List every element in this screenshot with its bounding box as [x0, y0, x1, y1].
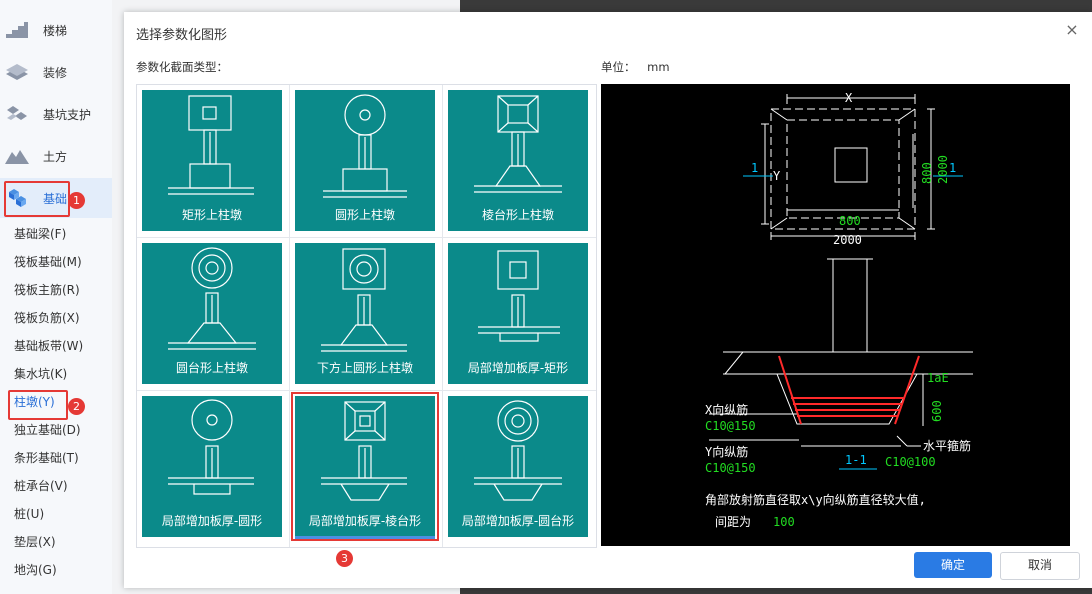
shape-preview: X Y 800 2000 800 2000 1 1 1aE 600 X向纵筋 C…: [601, 84, 1070, 546]
square-base-round-pier-icon: [321, 248, 407, 352]
foundation-highlight-box: [4, 181, 70, 217]
pit-support-icon: [7, 106, 27, 120]
shape-option-thickened-circle[interactable]: 局部增加板厚-圆形: [142, 396, 282, 537]
section-title: 1-1: [845, 453, 867, 467]
shape-option-rect-pier[interactable]: 矩形上柱墩: [142, 90, 282, 231]
close-icon[interactable]: ×: [1065, 20, 1079, 39]
nav-category-label: 基础: [43, 192, 68, 206]
nav-sub-item-sump-pit[interactable]: 集水坑(K): [14, 367, 68, 381]
nav-category-label: 土方: [43, 150, 68, 164]
step-badge-3: 3: [336, 550, 353, 567]
nav-category-label: 楼梯: [43, 24, 68, 38]
nav-sub-item-cushion[interactable]: 垫层(X): [14, 535, 56, 549]
dim-800-bottom: 800: [839, 214, 861, 228]
unit-value: mm: [647, 60, 670, 74]
nav-category-decoration[interactable]: 装修: [0, 52, 112, 92]
note-line-2: 间距为: [715, 515, 751, 529]
section-type-label: 参数化截面类型：: [136, 60, 228, 74]
dim-2000-bottom: 2000: [833, 233, 862, 247]
shape-option-label: 矩形上柱墩: [181, 208, 242, 222]
grid-divider: [137, 390, 596, 391]
shape-option-circle-pier[interactable]: 圆形上柱墩: [295, 90, 435, 231]
nav-sub-item-foundation-strip[interactable]: 基础板带(W): [14, 339, 84, 353]
nav-category-label: 基坑支护: [43, 108, 92, 122]
unit-label: 单位：: [601, 60, 636, 74]
step-badge-2: 2: [68, 398, 85, 415]
nav-sub-item-strip-footing[interactable]: 条形基础(T): [14, 451, 79, 465]
x-bar-label: X向纵筋: [705, 402, 748, 417]
note-line-1: 角部放射筋直径取x\y向纵筋直径较大值,: [705, 492, 926, 507]
shape-option-label: 局部增加板厚-矩形: [467, 361, 569, 375]
lae-label: 1aE: [927, 371, 949, 385]
circle-pier-icon: [323, 94, 407, 198]
decoration-icon: [6, 64, 28, 80]
left-navigation: 楼梯 装修 基坑支护 土方 基础 1 基础梁(F) 筏板基础(M) 筏板主筋(R…: [0, 0, 113, 594]
shape-option-label: 棱台形上柱墩: [481, 208, 554, 222]
nav-sub-item-trench[interactable]: 地沟(G): [14, 563, 57, 577]
confirm-button[interactable]: 确定: [914, 552, 992, 578]
grid-divider: [137, 237, 596, 238]
preview-drawing: X Y 800 2000 800 2000 1 1 1aE 600 X向纵筋 C…: [705, 91, 973, 529]
shape-option-label: 下方上圆形上柱墩: [316, 361, 413, 375]
shape-option-square-base-round-pier[interactable]: 下方上圆形上柱墩: [295, 243, 435, 384]
thickened-round-frustum-icon: [474, 400, 562, 501]
foundation-icon: [9, 189, 26, 207]
rect-pier-icon: [168, 95, 254, 195]
thickened-circle-icon: [168, 399, 254, 495]
dim-2000-side: 2000: [936, 155, 950, 184]
nav-category-foundation[interactable]: 基础: [0, 178, 112, 218]
grid-divider: [442, 85, 443, 547]
stirrup-value: C10@100: [885, 455, 936, 469]
stair-icon: [6, 22, 28, 38]
unit-row: 单位： mm: [601, 59, 678, 75]
x-bar-value: C10@150: [705, 419, 756, 433]
note-value: 100: [773, 515, 795, 529]
shape-option-thickened-round-frustum[interactable]: 局部增加板厚-圆台形: [448, 396, 588, 537]
shape-option-label: 局部增加板厚-圆台形: [461, 514, 575, 528]
step-badge-1: 1: [68, 192, 85, 209]
shape-option-thickened-rect[interactable]: 局部增加板厚-矩形: [448, 243, 588, 384]
nav-sub-item-raft-main-rebar[interactable]: 筏板主筋(R): [14, 283, 80, 297]
nav-category-label: 装修: [43, 66, 68, 80]
shape-option-round-frustum-pier[interactable]: 圆台形上柱墩: [142, 243, 282, 384]
earthwork-icon: [5, 150, 29, 164]
shape-option-label: 圆形上柱墩: [334, 208, 395, 222]
dim-y-label: Y: [773, 169, 781, 183]
cancel-button[interactable]: 取消: [1000, 552, 1080, 580]
shape-option-label: 圆台形上柱墩: [175, 361, 248, 375]
nav-sub-item-pile[interactable]: 桩(U): [14, 507, 45, 521]
y-bar-label: Y向纵筋: [705, 444, 748, 459]
nav-category-stairs[interactable]: 楼梯: [0, 10, 112, 50]
nav-category-earthwork[interactable]: 土方: [0, 136, 112, 176]
thickened-rect-icon: [478, 250, 560, 342]
nav-sub-item-pile-cap[interactable]: 桩承台(V): [14, 479, 68, 493]
grid-divider: [289, 85, 290, 547]
shape-grid: 矩形上柱墩 圆形上柱墩 棱台形上柱墩: [136, 84, 597, 548]
parametric-shape-dialog: 选择参数化图形 × 参数化截面类型： 单位： mm 矩形上柱墩 圆形上柱墩: [124, 12, 1092, 588]
section-mark-left: 1: [751, 161, 758, 175]
dim-x-label: X: [845, 91, 853, 105]
stirrup-label: 水平箍筋: [923, 438, 971, 453]
nav-category-pit-support[interactable]: 基坑支护: [0, 94, 112, 134]
dialog-title: 选择参数化图形: [136, 28, 228, 43]
nav-sub-item-raft-foundation[interactable]: 筏板基础(M): [14, 255, 82, 269]
section-mark-right: 1: [949, 161, 956, 175]
column-pier-highlight-box: [8, 390, 68, 420]
shape-option-frustum-pier[interactable]: 棱台形上柱墩: [448, 90, 588, 231]
dim-600-label: 600: [930, 400, 944, 422]
frustum-pier-icon: [474, 95, 562, 193]
nav-sub-item-foundation-beam[interactable]: 基础梁(F): [14, 227, 67, 241]
dim-800-side: 800: [920, 162, 934, 184]
nav-sub-item-isolated-footing[interactable]: 独立基础(D): [14, 423, 81, 437]
shape-option-thickened-frustum[interactable]: 局部增加板厚-棱台形: [291, 392, 439, 541]
nav-sub-item-raft-negative-rebar[interactable]: 筏板负筋(X): [14, 311, 80, 325]
y-bar-value: C10@150: [705, 461, 756, 475]
nav-sub-item-column-pier[interactable]: 柱墩(Y): [14, 395, 55, 409]
thickened-frustum-icon: [321, 401, 407, 501]
shape-option-label: 局部增加板厚-棱台形: [308, 514, 422, 528]
shape-option-label: 局部增加板厚-圆形: [161, 514, 263, 528]
round-frustum-pier-icon: [168, 247, 256, 350]
